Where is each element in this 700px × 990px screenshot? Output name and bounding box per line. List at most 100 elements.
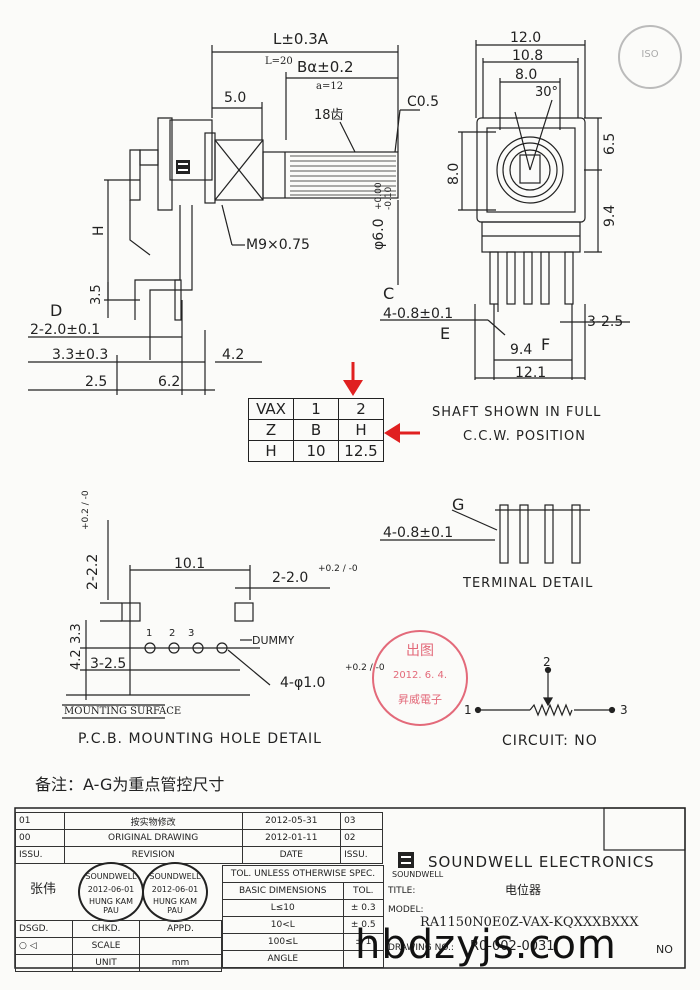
label-C: C [383,284,395,303]
approval-table: DSGD. CHKD. APPD. ○ ◁ SCALE UNIT mm [15,920,222,972]
dim-9-4: 9.4 [510,342,533,358]
circuit-pin-3: 3 [620,703,628,717]
label-G: G [452,495,465,514]
table-cell: 1 [293,398,339,420]
rev-no: 00 [15,829,65,847]
rev-seq: 02 [340,829,383,847]
rev-no: 01 [15,812,65,830]
pcb-dim-2-2-0-tol: +0.2 / -0 [318,564,358,574]
rev-date: 2012-05-31 [241,812,342,830]
table-row: L≤10 ± 0.3 [222,899,385,917]
projection-symbol: ○ ◁ [15,937,73,955]
terminal-title: TERMINAL DETAIL [463,576,594,591]
dim-12-1: 12.1 [515,365,547,381]
scale-value [139,937,222,955]
stamp-date: 2012. 6. 4. [392,670,448,681]
pcb-dim-3-3: 3.3 [69,623,84,644]
tol-label: TOL. [342,882,385,900]
drawing-no-label: DRAWING NO.: [388,943,454,953]
shaft-note-2: C.C.W. POSITION [463,429,586,444]
dim-L-note: L=20 [265,56,293,67]
hdr-revision: REVISION [63,846,243,864]
chkd-label: CHKD. [72,920,140,938]
dim-8-0-side: 8.0 [446,162,462,185]
shaft-dia: φ6.0 [371,218,387,251]
appd-label: APPD. [139,920,222,938]
tol-header: TOL. UNLESS OTHERWISE SPEC. [222,865,384,883]
table-row: 100≤L ± 1 [222,933,385,951]
rev-date: 2012-01-11 [241,829,342,847]
table-cell: 12.5 [338,440,384,462]
dim-10-8: 10.8 [512,48,544,64]
sig2-name: SOUNDWELL [149,872,201,881]
dim-d2: 3.3±0.3 [52,347,109,363]
watermark: hbdzyjs.com [355,922,617,968]
drawing-no-value: R0-002-0031 [470,939,555,954]
dim-12-0: 12.0 [510,30,542,46]
teeth-label: 18齿 [314,108,344,123]
logo-caption: SOUNDWELL [392,870,444,879]
dim-3-5: 3.5 [89,284,104,305]
model-value: RA1150N0E0Z-VAX-KQXXXBXXX [420,915,639,930]
vax-table: VAX 1 2 Z B H H 10 12.5 [248,398,384,462]
table-row: 01 按实物修改 2012-05-31 03 [15,812,383,830]
hdr-issu-2: ISSU. [340,846,383,864]
table-row: ISSU. REVISION DATE ISSU. [15,846,383,864]
tolerance-table: TOL. UNLESS OTHERWISE SPEC. BASIC DIMENS… [222,865,385,968]
angle-value [342,950,385,968]
drawer-name: 张伟 [30,882,57,897]
pcb-dim-2-2-2: 2-2.2 [85,553,101,590]
pcb-hole-tol: +0.2 / -0 [345,663,385,673]
table-cell: 10 [293,440,339,462]
title-label: TITLE: [388,886,416,896]
tol-value: ± 0.3 [342,899,385,917]
table-row: Z B H [248,419,384,441]
hdr-date: DATE [241,846,342,864]
label-D: D [50,301,63,320]
table-row: 00 ORIGINAL DRAWING 2012-01-11 02 [15,829,383,847]
sig1-date: 2012-06-01 [87,885,135,894]
pcb-dummy: DUMMY [252,634,295,647]
pcb-title: P.C.B. MOUNTING HOLE DETAIL [78,731,322,747]
pcb-dim-2-2-0: 2-2.0 [272,570,309,586]
signature-stamp-2: SOUNDWELL 2012-06-01 HUNG KAM PAU [142,862,208,922]
approval-stamp: 出图 2012. 6. 4. 昇威電子 [372,630,468,726]
pcb-dim-10-1: 10.1 [174,556,206,572]
signature-stamp-1: SOUNDWELL 2012-06-01 HUNG KAM PAU [78,862,144,922]
shaft-tol-bottom: -0.10 [384,186,394,210]
pcb-hole: 4-φ1.0 [280,675,326,691]
sig2-date: 2012-06-01 [151,885,199,894]
unit-blank [15,954,73,972]
pcb-pin-3: 3 [188,628,195,639]
company-name: SOUNDWELL ELECTRONICS [428,853,655,871]
circuit-pin-2: 2 [543,655,551,669]
dim-B: Bα±0.2 [297,58,354,76]
dim-B-note: a=12 [316,81,344,92]
dim-5: 5.0 [224,90,247,106]
dim-L: L±0.3A [273,30,329,48]
table-cell: B [293,419,339,441]
pcb-pin-1: 1 [146,628,153,639]
table-cell: VAX [248,398,294,420]
circuit-pin-1: 1 [464,703,472,717]
tol-range: 10<L [222,916,344,934]
sig1-name: SOUNDWELL [85,872,137,881]
stamp-bottom: 昇威電子 [398,693,442,706]
table-cell: H [338,419,384,441]
thread-label: M9×0.75 [246,237,310,253]
tol-range: 100≤L [222,933,344,951]
terminal-dim: 4-0.8±0.1 [383,525,454,541]
table-row: ○ ◁ SCALE [15,937,222,955]
stamp-top: 出图 [406,643,434,659]
model-label: MODEL: [388,905,424,915]
unit-value: mm [139,954,222,972]
rev-desc: 按实物修改 [63,812,243,830]
table-row: ANGLE [222,950,385,968]
basic-dim: BASIC DIMENSIONS [222,882,344,900]
table-cell: 2 [338,398,384,420]
table-row: H 10 12.5 [248,440,384,462]
pcb-pin-2: 2 [169,628,176,639]
table-cell: Z [248,419,294,441]
dim-8-0-top: 8.0 [515,67,538,83]
